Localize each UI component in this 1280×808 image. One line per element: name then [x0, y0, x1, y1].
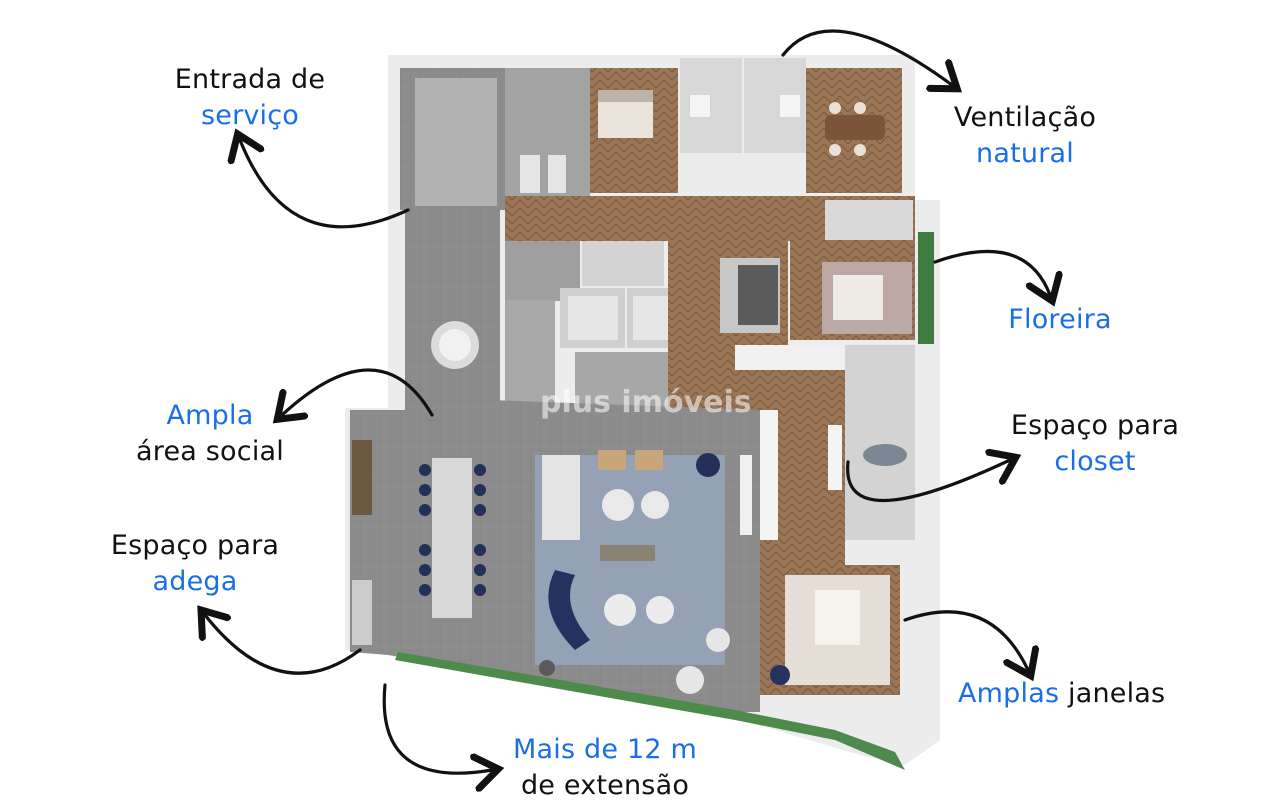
label-adega-line1: Espaço para: [110, 530, 280, 561]
label-mais: Mais de 12 m de extensão: [495, 732, 715, 804]
corridor-right: [735, 345, 845, 370]
watermark: plus imóveis: [540, 385, 752, 420]
service-column: [405, 210, 500, 410]
label-mais-line2: de extensão: [520, 770, 690, 801]
bathroom-top-1: [680, 58, 742, 153]
arrow-amplas: [903, 610, 1028, 670]
label-mais-line1: Mais de 12 m: [513, 734, 697, 765]
wc: [582, 241, 664, 286]
label-adega: Espaço para adega: [85, 528, 305, 600]
arrow-entrada: [240, 140, 410, 229]
label-ampla: Ampla área social: [110, 398, 310, 470]
label-amplas-black: janelas: [1059, 678, 1166, 709]
label-ventilacao-line2: natural: [976, 138, 1074, 169]
label-ventilacao-line1: Ventilação: [953, 102, 1097, 133]
label-amplas: Amplas janelas: [958, 676, 1238, 712]
label-entrada: Entrada de serviço: [150, 62, 350, 134]
label-ampla-line1: Ampla: [166, 400, 254, 431]
arrow-adega: [205, 615, 362, 675]
arrow-mais: [382, 683, 492, 773]
label-closet: Espaço para closet: [980, 408, 1210, 480]
wine-cellar: [352, 440, 372, 515]
label-floreira: Floreira: [975, 302, 1145, 338]
arrow-floreira: [933, 249, 1050, 295]
service-room: [505, 68, 590, 196]
label-floreira-line1: Floreira: [1008, 304, 1112, 335]
label-entrada-line2: serviço: [200, 100, 300, 131]
label-closet-line1: Espaço para: [1010, 410, 1180, 441]
label-entrada-line1: Entrada de: [174, 64, 326, 95]
terrace-garden: [395, 652, 905, 770]
dining-table: [432, 458, 472, 618]
kitchen-counter: [415, 78, 497, 206]
label-adega-line2: adega: [152, 566, 238, 597]
label-ampla-line2: área social: [136, 436, 284, 467]
label-amplas-blue: Amplas: [958, 678, 1060, 709]
bath-right: [845, 345, 915, 540]
curved-sofa: [548, 570, 590, 650]
arrow-closet: [846, 460, 1010, 503]
arrow-ventilacao: [781, 29, 952, 85]
arrow-ampla: [282, 368, 434, 415]
sofa: [542, 455, 580, 540]
planter: [918, 232, 934, 344]
label-closet-line2: closet: [1054, 446, 1136, 477]
stair-landing: [505, 300, 555, 405]
label-ventilacao: Ventilação natural: [920, 100, 1130, 172]
